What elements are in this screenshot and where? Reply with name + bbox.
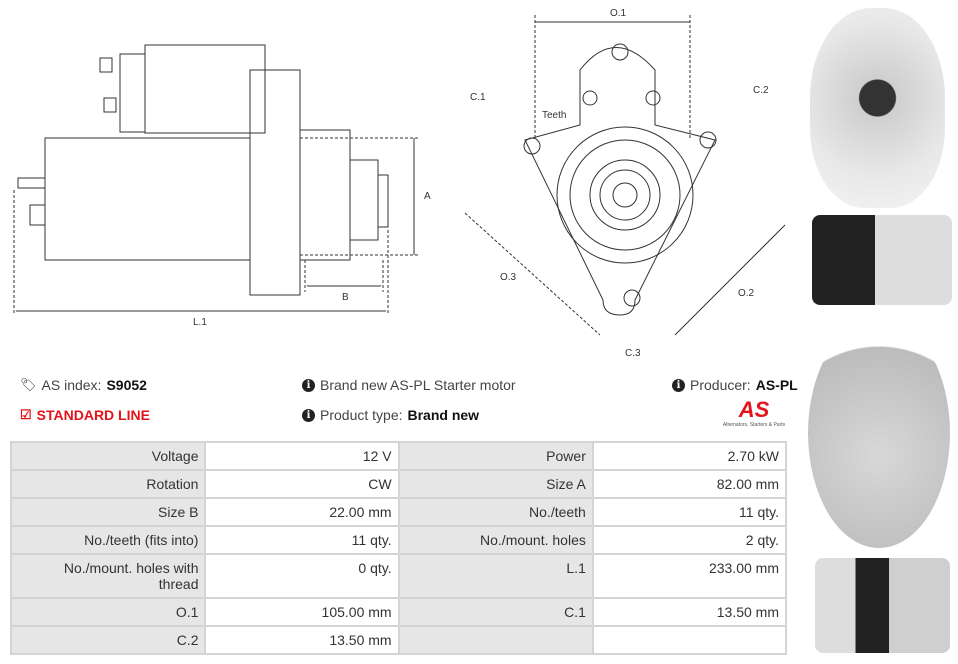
- label-l1: L.1: [193, 317, 207, 328]
- spec-label: C.2: [9, 625, 207, 655]
- spec-label: L.1: [397, 553, 594, 599]
- spec-value: 13.50 mm: [204, 625, 400, 655]
- product-type-value: Brand new: [407, 407, 480, 423]
- spec-label: Size B: [9, 497, 207, 527]
- spec-label: No./teeth: [397, 497, 594, 527]
- label-b: B: [342, 292, 349, 303]
- spec-value: [591, 625, 788, 655]
- spec-value: 22.00 mm: [204, 497, 400, 527]
- product-line: ☑ STANDARD LINE: [20, 407, 150, 423]
- checkbox-icon: ☑: [20, 407, 32, 422]
- logo-mark: AS: [738, 397, 770, 422]
- spec-label: [397, 625, 594, 655]
- as-index-value: S9052: [106, 377, 147, 393]
- label-c1: C.1: [470, 92, 486, 103]
- logo-tagline: Alternators, Starters & Parts: [722, 422, 786, 428]
- front-view-drawing: O.1 C.1 C.2 Teeth O.3 O.2 C.3: [464, 8, 786, 359]
- spec-value: 0 qty.: [204, 553, 400, 599]
- as-index: 🏷 AS index: S9052: [20, 377, 147, 393]
- description-text: Brand new AS-PL Starter motor: [320, 377, 516, 393]
- product-photo-rear[interactable]: [808, 318, 950, 548]
- spec-label: Rotation: [9, 469, 207, 499]
- tags-icon: 🏷: [20, 377, 37, 392]
- info-icon: i: [302, 378, 315, 392]
- spec-label: No./mount. holes with thread: [9, 553, 207, 599]
- line-label: STANDARD LINE: [36, 407, 150, 423]
- spec-value: 11 qty.: [591, 497, 788, 527]
- product-type-label: Product type:: [320, 407, 403, 423]
- product-type: i Product type: Brand new: [302, 407, 479, 423]
- producer-value: AS-PL: [755, 377, 798, 393]
- label-teeth: Teeth: [542, 110, 566, 121]
- spec-value: 13.50 mm: [591, 597, 788, 627]
- label-c2: C.2: [753, 85, 769, 96]
- table-row: No./teeth (fits into)11 qty.No./mount. h…: [9, 525, 788, 555]
- label-o1: O.1: [610, 8, 627, 19]
- as-pl-logo: AS Alternators, Starters & Parts: [715, 397, 793, 429]
- spec-value: 2 qty.: [591, 525, 788, 555]
- producer-label: Producer:: [690, 377, 751, 393]
- spec-value: 82.00 mm: [591, 469, 788, 499]
- info-icon: i: [672, 378, 685, 392]
- description: i Brand new AS-PL Starter motor: [302, 377, 516, 393]
- spec-label: O.1: [9, 597, 207, 627]
- spec-value: CW: [204, 469, 400, 499]
- product-photo-side[interactable]: [812, 215, 952, 305]
- spec-value: 2.70 kW: [591, 441, 788, 471]
- product-photo-front[interactable]: [810, 8, 945, 208]
- side-view-drawing: A B L.1: [13, 44, 431, 328]
- producer: i Producer: AS-PL: [672, 377, 798, 393]
- label-o2: O.2: [738, 288, 755, 299]
- spec-value: 233.00 mm: [591, 553, 788, 599]
- spec-label: Voltage: [9, 441, 207, 471]
- label-a: A: [424, 191, 431, 202]
- spec-value: 12 V: [204, 441, 400, 471]
- spec-label: No./teeth (fits into): [9, 525, 207, 555]
- info-icon: i: [302, 408, 315, 422]
- spec-label: C.1: [397, 597, 594, 627]
- spec-label: Size A: [397, 469, 594, 499]
- spec-value: 105.00 mm: [204, 597, 400, 627]
- label-o3: O.3: [500, 272, 517, 283]
- spec-label: Power: [397, 441, 594, 471]
- as-index-label: AS index:: [41, 377, 102, 393]
- spec-value: 11 qty.: [204, 525, 400, 555]
- spec-label: No./mount. holes: [397, 525, 594, 555]
- product-photo-angle[interactable]: [815, 558, 950, 653]
- label-c3: C.3: [625, 348, 641, 359]
